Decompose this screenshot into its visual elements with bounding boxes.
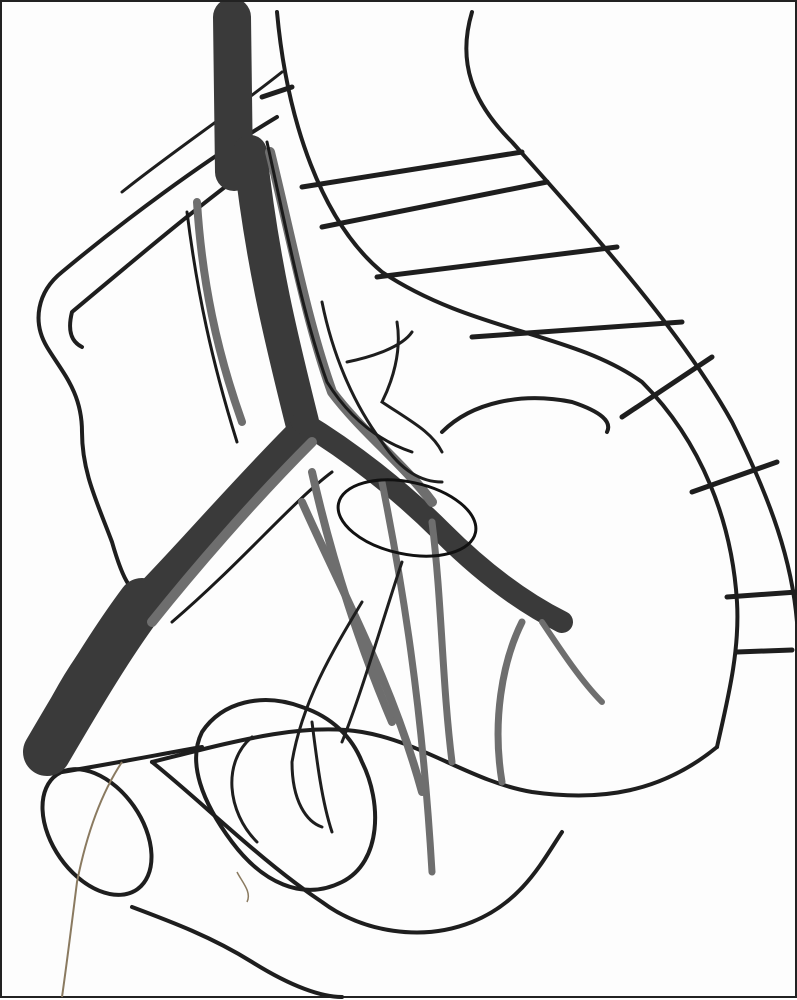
tube-upper-edge: [62, 747, 202, 772]
bladder-inner-outline: [232, 737, 257, 842]
scan-mark: [62, 762, 122, 997]
pelvic-floor-outline: [152, 729, 717, 795]
central-organ-outline: [442, 398, 608, 432]
sacrum-outer-outline: [466, 12, 797, 622]
tube-lower-edge: [132, 907, 342, 997]
central-organ-left: [382, 322, 442, 452]
small-loop: [347, 332, 412, 362]
external-iliac-dark-segment: [47, 602, 142, 752]
iliac-vein-lower: [152, 442, 312, 622]
pelvic-lower-outline: [152, 762, 562, 932]
scan-mark-2: [237, 872, 248, 902]
